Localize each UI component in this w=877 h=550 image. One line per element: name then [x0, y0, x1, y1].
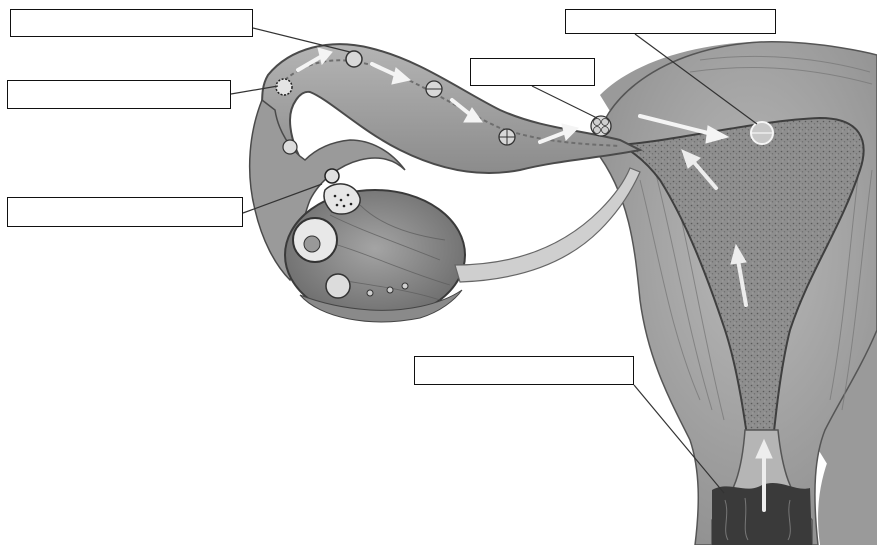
label-box-fertilization[interactable] [10, 9, 253, 37]
two-cell-stage [426, 81, 442, 97]
label-box-morula[interactable] [470, 58, 595, 86]
egg-in-fimbriae [283, 140, 297, 154]
released-egg [325, 169, 339, 183]
corpus-luteum [326, 274, 350, 298]
ruptured-follicle [324, 184, 360, 214]
blastocyst [751, 122, 773, 144]
ovulated-egg-cell [276, 79, 292, 95]
label-box-ovulated-egg[interactable] [7, 80, 231, 109]
label-box-implantation[interactable] [565, 9, 776, 34]
label-box-sperm-entry[interactable] [414, 356, 634, 385]
label-box-ovulation[interactable] [7, 197, 243, 227]
four-cell-stage [499, 129, 515, 145]
ovarian-ligament [455, 168, 640, 282]
fertilized-egg [346, 51, 362, 67]
morula-cell [591, 116, 611, 136]
